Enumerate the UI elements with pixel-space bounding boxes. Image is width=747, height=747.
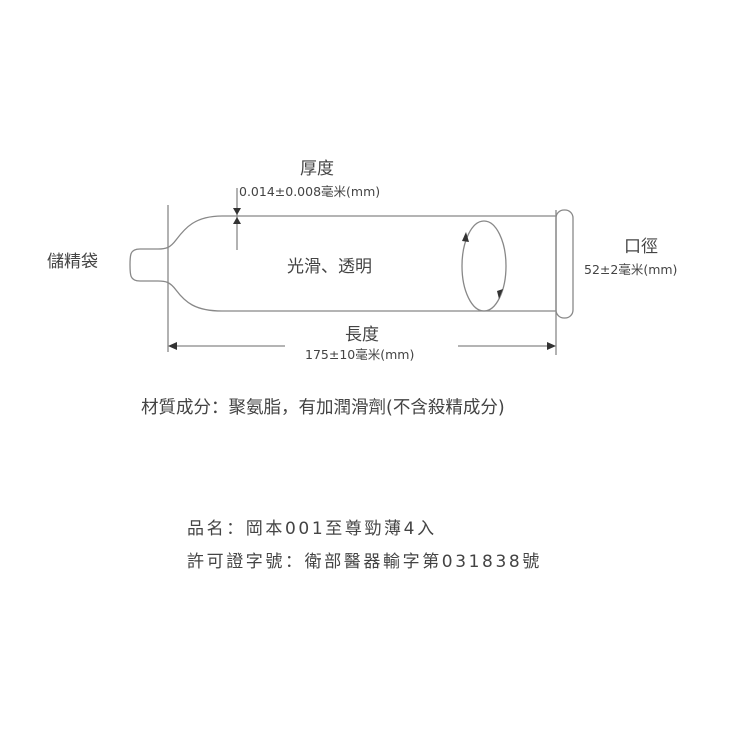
thickness-value: 0.014±0.008毫米(mm) xyxy=(239,184,381,199)
license-number: 許可證字號：衛部醫器輸字第031838號 xyxy=(187,552,542,572)
rim xyxy=(555,209,574,319)
rotation-ellipse xyxy=(461,220,507,312)
length-arrow-left xyxy=(168,342,177,350)
thickness-arrow-down xyxy=(233,208,241,215)
rotation-arrow-up xyxy=(462,232,469,242)
diameter-value: 52±2毫米(mm) xyxy=(584,262,678,277)
reservoir-label: 儲精袋 xyxy=(47,252,98,272)
material-text: 材質成分：聚氨脂，有加潤滑劑(不含殺精成分) xyxy=(141,398,505,418)
surface-label: 光滑、透明 xyxy=(287,257,372,277)
thickness-arrow-up xyxy=(233,217,241,224)
thickness-label: 厚度 xyxy=(300,159,334,179)
diameter-label: 口徑 xyxy=(624,237,658,257)
rotation-arrow-down xyxy=(497,289,503,299)
product-name: 品名：岡本001至尊勁薄4入 xyxy=(187,519,437,539)
length-arrow-right xyxy=(547,342,556,350)
condom-outline xyxy=(129,215,556,312)
length-label: 長度 xyxy=(345,325,379,345)
length-value: 175±10毫米(mm) xyxy=(305,347,415,362)
